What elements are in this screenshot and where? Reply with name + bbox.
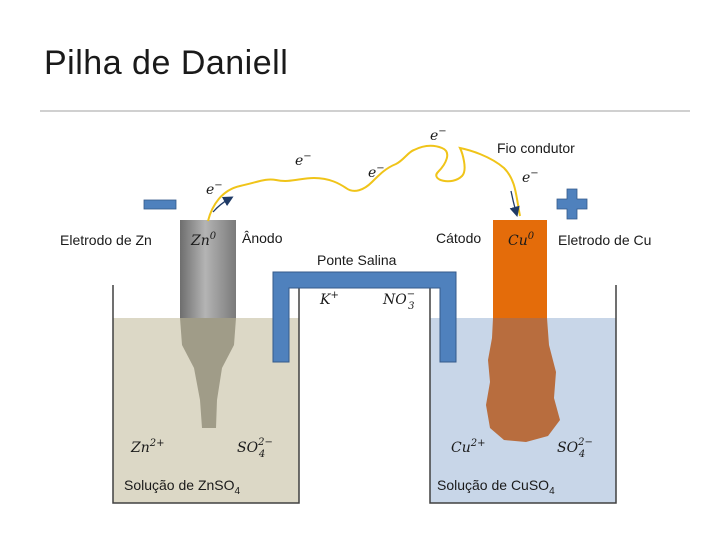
electron-label-2: e− [295,151,312,169]
zn-electrode [180,220,236,318]
zn-electrode-label: Eletrodo de Zn [60,232,152,248]
cu-deposit [486,318,560,442]
zn2-ion-label: Zn2+ [130,438,165,456]
cu-beaker [429,285,617,504]
anode-label: Ânodo [242,230,283,246]
cu0-label: Cu0 [508,231,535,249]
electron-label-5: e− [522,168,539,186]
zn0-label: Zn0 [190,231,217,249]
cu-solution-label: Solução de CuSO4 [437,477,555,497]
cu-electrode-label: Eletrodo de Cu [558,232,651,248]
electron-label-4: e− [430,126,447,144]
cu-electrode [493,220,547,318]
conductor-wire [207,144,521,222]
wire-label: Fio condutor [497,140,575,156]
so4-ion-label-zn: SO2−4 [237,437,273,460]
k-ion-label: K+ [319,290,339,308]
salt-bridge-label: Ponte Salina [317,252,397,268]
electron-arrow-cathode [509,190,520,218]
electron-label-3: e− [368,163,385,181]
zn-solution-label: Solução de ZnSO4 [124,477,241,497]
so4-ion-label-cu: SO2−4 [557,437,593,460]
electron-arrow-anode [212,196,234,213]
salt-bridge [272,271,457,363]
cu2-ion-label: Cu2+ [451,438,485,456]
zn-electrode-corroded [180,318,236,428]
no3-ion-label: NO−3 [382,289,415,312]
slide-title: Pilha de Daniell [44,44,289,82]
electron-label-1: e− [206,180,223,198]
cathode-label: Cátodo [436,230,481,246]
plus-sign [556,188,588,220]
zn-beaker [112,285,300,504]
minus-sign [143,199,177,210]
